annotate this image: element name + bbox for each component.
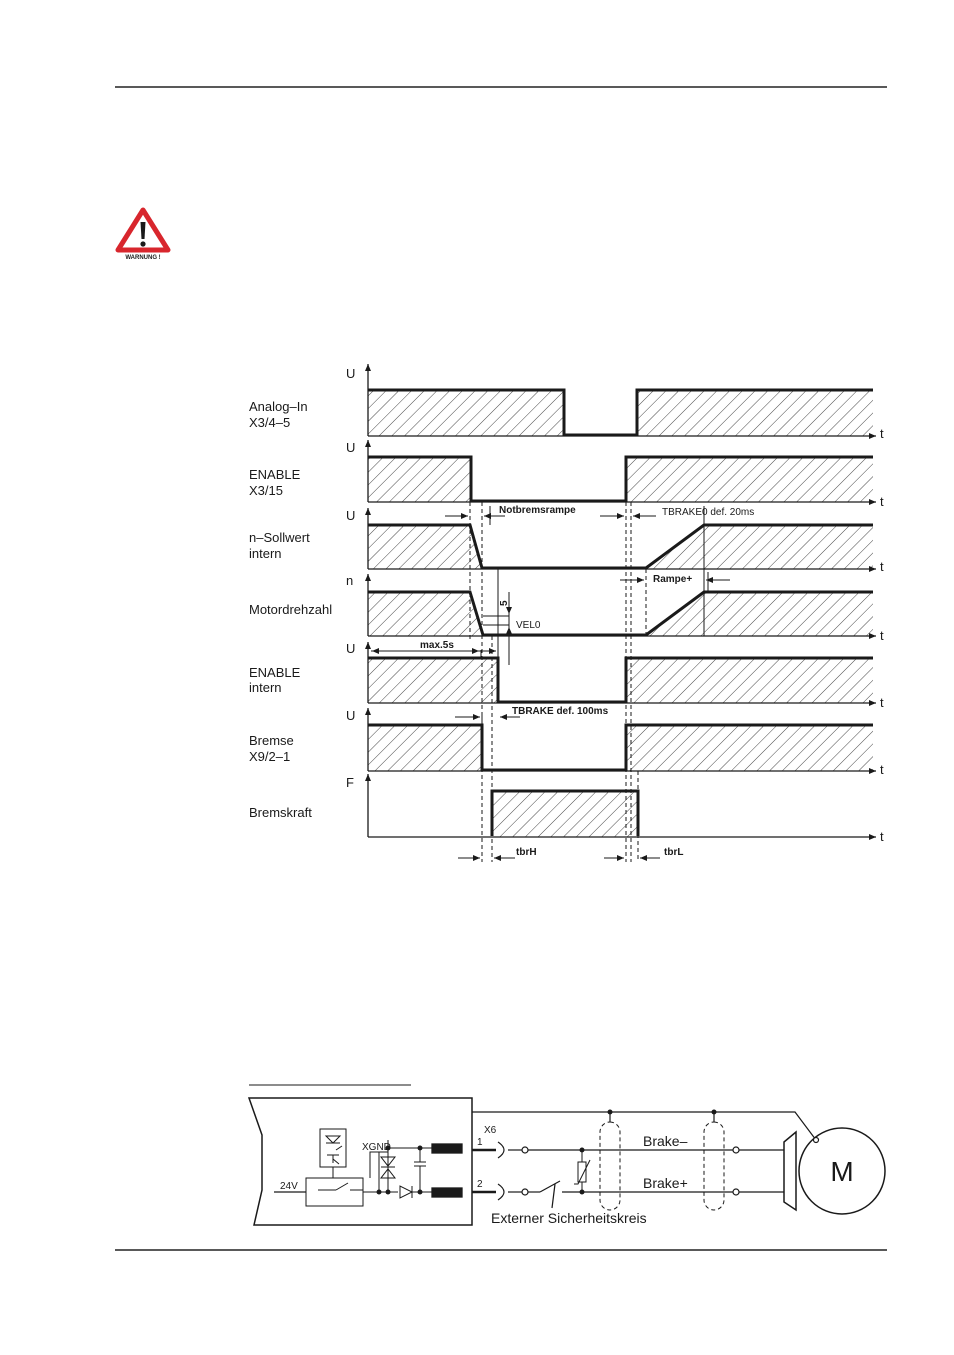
time-label-5: t bbox=[880, 695, 884, 710]
annotation-notbremsrampe: Notbremsrampe bbox=[499, 505, 576, 516]
brake-circuit-diagram bbox=[247, 1084, 886, 1226]
timing-annotations: Notbremsrampe TBRAKE0 def. 20ms Rampe+ 5… bbox=[420, 505, 754, 858]
ferrite-2 bbox=[431, 1187, 463, 1198]
signal-label-n-sollwert: n–Sollwert bbox=[249, 530, 310, 545]
cable-shield-2 bbox=[703, 1121, 725, 1211]
signal-label-bremse: Bremse bbox=[249, 733, 294, 748]
signal-label-enable-pins: X3/15 bbox=[249, 483, 283, 498]
motor-symbol bbox=[798, 1127, 886, 1215]
relay-icon bbox=[305, 1177, 364, 1207]
protection-network bbox=[363, 1140, 432, 1199]
circuit-labels: X6 XGND 24V 1 2 Brake– Brake+ Externer S… bbox=[280, 1125, 854, 1226]
time-label-4: t bbox=[880, 628, 884, 643]
time-label-7: t bbox=[880, 829, 884, 844]
label-x6: X6 bbox=[484, 1125, 497, 1136]
label-pin-1: 1 bbox=[477, 1137, 483, 1148]
axis-label-u-3: U bbox=[346, 508, 355, 523]
varistor-icon bbox=[574, 1150, 591, 1192]
axis-letters: U U U n U U F t t t t t t t bbox=[346, 366, 884, 844]
annotation-five: 5 bbox=[499, 600, 510, 606]
label-brake-plus: Brake+ bbox=[643, 1175, 688, 1191]
annotation-tbrh: tbrH bbox=[516, 847, 537, 858]
amplifier-box bbox=[247, 1097, 473, 1226]
shield-wire bbox=[472, 1111, 817, 1141]
annotation-max5s: max.5s bbox=[420, 640, 454, 651]
axis-label-n: n bbox=[346, 573, 353, 588]
label-external-safety-circuit: Externer Sicherheitskreis bbox=[491, 1210, 647, 1226]
label-24v: 24V bbox=[280, 1181, 298, 1192]
axis-label-u-2: U bbox=[346, 440, 355, 455]
annotation-tbrake0: TBRAKE0 def. 20ms bbox=[662, 507, 754, 518]
connector-x6 bbox=[472, 1141, 522, 1201]
axis-label-f: F bbox=[346, 775, 354, 790]
warning-triangle-icon bbox=[115, 207, 171, 253]
cable-shield-1 bbox=[599, 1121, 621, 1211]
signal-label-analog-in: Analog–In bbox=[249, 399, 308, 414]
dashed-guides bbox=[469, 502, 647, 862]
junction-dots bbox=[376, 1109, 717, 1195]
time-label-2: t bbox=[880, 494, 884, 509]
motor-label: M bbox=[830, 1156, 853, 1187]
time-label-6: t bbox=[880, 762, 884, 777]
axis-label-u-1: U bbox=[346, 366, 355, 381]
label-brake-minus: Brake– bbox=[643, 1133, 688, 1149]
ferrite-1 bbox=[431, 1143, 463, 1154]
hatched-areas bbox=[368, 390, 873, 837]
annotation-velo: VEL0 bbox=[516, 620, 541, 631]
waveforms bbox=[368, 388, 873, 836]
motor-ground-dot bbox=[812, 1136, 820, 1144]
optocoupler-icon bbox=[319, 1128, 347, 1178]
signal-label-analog-in-pins: X3/4–5 bbox=[249, 415, 290, 430]
annotation-tbrl: tbrL bbox=[664, 847, 683, 858]
time-label-1: t bbox=[880, 426, 884, 441]
label-pin-2: 2 bbox=[477, 1179, 483, 1190]
signal-label-n-sollwert-intern: intern bbox=[249, 546, 282, 561]
annotation-rampe-plus: Rampe+ bbox=[653, 574, 692, 585]
warning-label: WARNUNG ! bbox=[125, 255, 160, 261]
axis-label-u-6: U bbox=[346, 708, 355, 723]
annotation-tbrake: TBRAKE def. 100ms bbox=[512, 706, 609, 717]
signal-label-motordrehzahl: Motordrehzahl bbox=[249, 602, 332, 617]
label-xgnd: XGND bbox=[362, 1142, 391, 1153]
signal-labels: Analog–In X3/4–5 ENABLE X3/15 n–Sollwert… bbox=[249, 399, 332, 820]
dimension-arrows bbox=[371, 513, 730, 861]
signal-label-enable-intern: ENABLE bbox=[249, 665, 301, 680]
signal-label-bremskraft: Bremskraft bbox=[249, 805, 312, 820]
time-label-3: t bbox=[880, 559, 884, 574]
signal-label-bremse-pins: X9/2–1 bbox=[249, 749, 290, 764]
timing-diagram: U U U n U U F t t t t t t t Analog–In X3… bbox=[249, 364, 884, 862]
brake-shoe bbox=[783, 1130, 797, 1212]
signal-label-enable: ENABLE bbox=[249, 467, 301, 482]
signal-label-enable-intern-2: intern bbox=[249, 680, 282, 695]
axis-label-u-5: U bbox=[346, 641, 355, 656]
